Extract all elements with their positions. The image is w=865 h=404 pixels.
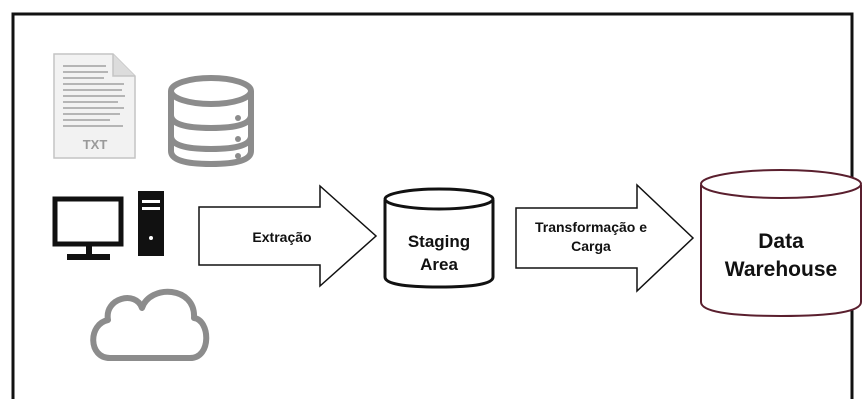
- warehouse-label-line2: Warehouse: [725, 258, 837, 281]
- staging-area-cylinder: Staging Area: [383, 187, 495, 289]
- database-indicator-dots: [235, 115, 241, 159]
- extraction-label: Extração: [252, 229, 311, 245]
- extraction-arrow: Extração: [198, 184, 378, 288]
- warehouse-label-line1: Data: [758, 230, 804, 253]
- database-icon: [168, 75, 254, 168]
- staging-label-line1: Staging: [408, 232, 470, 251]
- transform-load-arrow: Transformação e Carga: [515, 183, 695, 293]
- transform-label-line2: Carga: [571, 238, 611, 254]
- txt-file-icon: TXT: [53, 53, 136, 159]
- txt-file-label: TXT: [83, 137, 108, 152]
- data-warehouse-cylinder: Data Warehouse: [700, 169, 862, 318]
- staging-label-line2: Area: [420, 255, 458, 274]
- cloud-icon: [90, 288, 210, 361]
- transform-label-line1: Transformação e: [535, 219, 647, 235]
- desktop-computer-icon: [52, 191, 164, 260]
